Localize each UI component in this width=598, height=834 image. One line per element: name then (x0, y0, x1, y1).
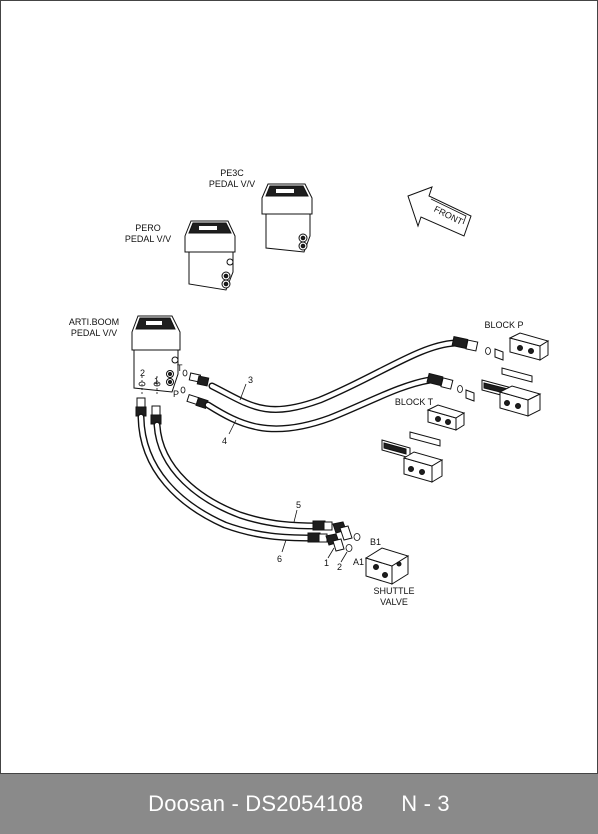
block-t (381, 385, 475, 483)
pe3c-pedal-valve (261, 183, 313, 253)
arti-boom-pedal-valve (131, 315, 188, 395)
hose-6 (137, 413, 328, 543)
callout-5: 5 (296, 500, 301, 510)
callout-3: 3 (248, 375, 253, 385)
port-b1-label: B1 (370, 537, 381, 547)
port-t-label: T (177, 363, 183, 373)
port-a1-label: A1 (353, 557, 364, 567)
arti-boom-label-line2: PEDAL V/V (71, 328, 117, 338)
arti-boom-label-line1: ARTI.BOOM (69, 317, 119, 327)
port-fittings (135, 372, 210, 425)
block-t-label: BLOCK T (395, 397, 434, 407)
leader-1-lower (327, 547, 335, 559)
leader-5 (293, 509, 298, 523)
hose-4 (204, 372, 454, 433)
footer-text: Doosan - DS2054108 N - 3 (148, 791, 450, 816)
leader-3 (239, 383, 247, 401)
footer-bar: Doosan - DS2054108 N - 3 (0, 774, 598, 834)
leader-6 (281, 539, 287, 553)
hydraulic-diagram: PE3C PEDAL V/V PERO PEDAL V/V FRONT (69, 168, 550, 607)
shuttle-valve (364, 547, 410, 585)
hose-5 (153, 421, 333, 531)
callout-2-valve: 2 (140, 368, 145, 378)
block-p-label: BLOCK P (484, 320, 523, 330)
leader-4 (228, 419, 237, 435)
shuttle-valve-label-line1: SHUTTLE (373, 586, 414, 596)
pe3c-label-line1: PE3C (220, 168, 244, 178)
leader-2-lower (340, 551, 348, 563)
callout-2-lower: 2 (337, 562, 342, 572)
pero-label-line1: PERO (135, 223, 161, 233)
block-p (481, 332, 550, 417)
callout-6: 6 (277, 554, 282, 564)
callout-1-lower: 1 (324, 558, 329, 568)
pe3c-label-line2: PEDAL V/V (209, 179, 255, 189)
pero-pedal-valve (184, 220, 236, 291)
pero-label-line2: PEDAL V/V (125, 234, 171, 244)
elbow-fittings (325, 521, 361, 552)
callout-1-valve: 1 (154, 376, 159, 386)
shuttle-valve-label-line2: VALVE (380, 597, 408, 607)
port-p-label: P (173, 389, 179, 399)
front-arrow-icon (407, 186, 472, 237)
callout-4: 4 (222, 436, 227, 446)
hose-3 (208, 336, 479, 413)
